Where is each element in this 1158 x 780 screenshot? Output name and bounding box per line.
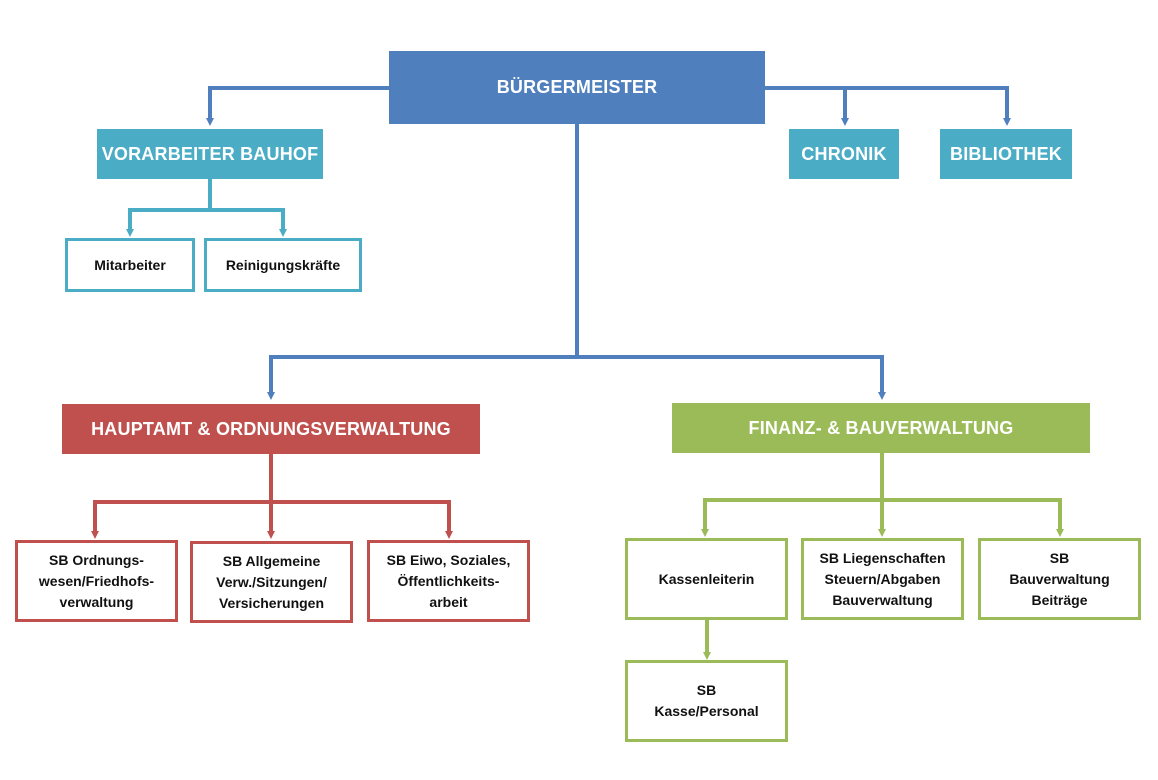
bauhof-box: VORARBEITER BAUHOF: [97, 129, 323, 179]
connector-bauhof-reinigung: [210, 208, 287, 237]
connector-mayor-finanz: [577, 355, 886, 400]
sb-eiwo-box: SB Eiwo, Soziales, Öffentlichkeits- arbe…: [367, 540, 530, 622]
finanz-box: FINANZ- & BAUVERWALTUNG: [672, 403, 1090, 453]
kassenleiterin-box: Kassenleiterin: [625, 538, 788, 620]
connector-finanz-bauverwaltung: [882, 498, 1064, 537]
connector-hauptamt-ordnung: [91, 500, 271, 539]
mitarbeiter-box: Mitarbeiter: [65, 238, 195, 292]
mayor-box: BÜRGERMEISTER: [389, 51, 765, 124]
chronik-box: CHRONIK: [789, 129, 899, 179]
sb-allgemeine-box: SB Allgemeine Verw./Sitzungen/ Versicher…: [190, 541, 353, 623]
sb-bauverwaltung-box: SB Bauverwaltung Beiträge: [978, 538, 1141, 620]
sb-kasse-personal-box: SB Kasse/Personal: [625, 660, 788, 742]
connector-bauhof-mitarbeiter: [126, 208, 210, 237]
sb-ordnungswesen-box: SB Ordnungs- wesen/Friedhofs- verwaltung: [15, 540, 178, 622]
hauptamt-box: HAUPTAMT & ORDNUNGSVERWALTUNG: [62, 404, 480, 454]
sb-liegenschaften-box: SB Liegenschaften Steuern/Abgaben Bauver…: [801, 538, 964, 620]
bibliothek-box: BIBLIOTHEK: [940, 129, 1072, 179]
reinigungskraefte-box: Reinigungskräfte: [204, 238, 362, 292]
connector-hauptamt-eiwo: [271, 500, 453, 539]
connector-finanz-kasse: [701, 498, 882, 537]
connector-mayor-bauhof: [206, 86, 389, 126]
connector-mayor-bibliothek: [845, 86, 1011, 126]
connector-mayor-hauptamt: [267, 355, 577, 400]
connector-mayor-chronik: [765, 86, 849, 126]
